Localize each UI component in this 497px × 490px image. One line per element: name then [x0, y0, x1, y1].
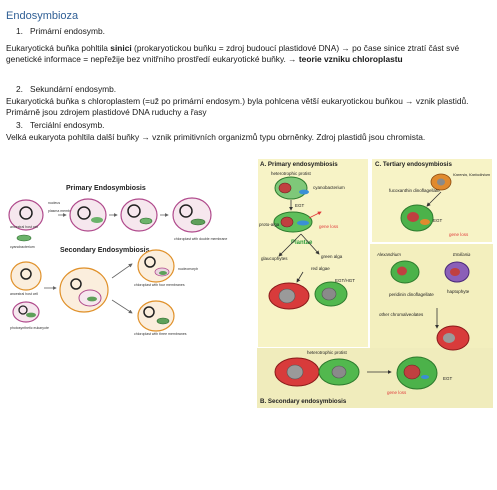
svg-text:cyanobacterium: cyanobacterium	[313, 185, 345, 190]
svg-text:Alexandrium: Alexandrium	[376, 252, 401, 257]
list-item-secondary: 2. Sekundární endosymb.	[16, 84, 116, 94]
svg-text:heterotrophic protist: heterotrophic protist	[307, 350, 348, 355]
tertiary-cell	[400, 204, 434, 232]
svg-text:peridinin dinoflagellate: peridinin dinoflagellate	[389, 292, 434, 297]
secondary-endosymbiosis-title: Secondary Endosymbiosis	[60, 247, 150, 254]
page-title: Endosymbioza	[6, 10, 79, 22]
secondary-result-cell	[396, 356, 438, 390]
svg-text:Plantae: Plantae	[291, 240, 313, 246]
primary-endosymbiosis-title: Primary Endosymbiosis	[66, 185, 146, 192]
paragraph-secondary: Eukaryotická buňka s chloroplastem (=už …	[6, 96, 469, 117]
photosynthetic-eukaryote	[172, 197, 212, 233]
secondary-host-green	[318, 358, 360, 386]
panel-c-title: C. Tertiary endosymbiosis	[375, 161, 452, 168]
ancestral-cell	[8, 199, 44, 231]
engulfing-cell	[69, 198, 107, 232]
svg-text:fucoxanthin dinoflagellate: fucoxanthin dinoflagellate	[389, 188, 440, 193]
list-label: Sekundární endosymb.	[30, 84, 117, 94]
svg-text:other chromalveolates: other chromalveolates	[379, 312, 424, 317]
svg-text:gene loss: gene loss	[387, 390, 407, 395]
panel-b-title: B. Secondary endosymbiosis	[260, 398, 347, 405]
nucleomorph-label: nucleomorph	[178, 267, 198, 271]
ancestral-label: ancestral host cell	[10, 225, 38, 229]
four-membranes-label: chloroplast with four membranes	[134, 283, 185, 287]
list-item-tertiary: 3. Terciální endosymb.	[16, 120, 104, 130]
svg-text:Karenia, Karlodinium: Karenia, Karlodinium	[453, 172, 491, 177]
list-number: 1.	[16, 26, 23, 36]
merged-cell	[120, 198, 158, 232]
svg-text:EGT: EGT	[295, 203, 305, 208]
secondary-engulf-cell	[59, 267, 109, 313]
panel-a-title: A. Primary endosymbiosis	[260, 161, 338, 168]
proto-alga-cell	[273, 211, 313, 233]
red-alga-cell	[268, 282, 310, 310]
list-number: 3.	[16, 120, 23, 130]
left-endosymbiosis-figure: Primary Endosymbiosis nucleus plasma mem…	[8, 185, 227, 336]
secondary-ancestral-cell	[10, 261, 42, 291]
three-membranes-label: chloroplast with three membranes	[134, 332, 187, 336]
svg-text:photosynthetic eukaryote: photosynthetic eukaryote	[10, 326, 49, 330]
svg-text:haptophyte: haptophyte	[447, 289, 470, 294]
svg-text:EGT/HGT: EGT/HGT	[335, 278, 355, 283]
double-membrane-label: chloroplast with double membrane	[174, 237, 227, 241]
right-endosymbiosis-figure: A. Primary endosymbiosis C. Tertiary end…	[257, 158, 493, 408]
list-label: Primární endosymb.	[30, 26, 105, 36]
svg-text:EGT: EGT	[433, 218, 443, 223]
svg-text:gene loss: gene loss	[319, 224, 339, 229]
nucleus-label: nucleus	[48, 201, 60, 205]
paragraph-tertiary: Velká eukaryota pohltila další buňky → v…	[6, 132, 426, 142]
svg-text:heterotrophic protist: heterotrophic protist	[271, 171, 312, 176]
svg-text:Emiliania: Emiliania	[453, 252, 471, 257]
list-item-primary: 1. Primární endosymb.	[16, 26, 105, 36]
svg-text:glaucophytes: glaucophytes	[261, 256, 288, 261]
list-number: 2.	[16, 84, 23, 94]
svg-text:EGT: EGT	[443, 376, 453, 381]
heterotroph-cell	[274, 176, 309, 200]
svg-text:proto-alga: proto-alga	[259, 222, 280, 227]
plasma-membrane-label: plasma membrane	[48, 209, 77, 213]
nucleomorph-cell	[137, 249, 175, 283]
karenia-cell	[430, 173, 452, 191]
cyanobacterium-shape	[16, 234, 32, 242]
svg-text:gene loss: gene loss	[449, 232, 469, 237]
three-membrane-cell	[137, 300, 175, 332]
peridinin-cell	[390, 260, 420, 284]
list-label: Terciální endosymb.	[30, 120, 105, 130]
green-alga-cell	[314, 281, 348, 307]
svg-text:red algae: red algae	[311, 266, 330, 271]
svg-text:ancestral host cell: ancestral host cell	[10, 292, 38, 296]
secondary-host-red	[274, 357, 320, 387]
paragraph-primary: Eukaryotická buňka pohltila sinici (prok…	[6, 43, 460, 64]
svg-text:green alga: green alga	[321, 254, 343, 259]
chromalveolate-cell	[436, 325, 470, 351]
cyano-label: cyanobacterium	[10, 245, 35, 249]
haptophyte-cell	[444, 261, 470, 283]
secondary-photosynthetic-cell	[12, 301, 40, 323]
